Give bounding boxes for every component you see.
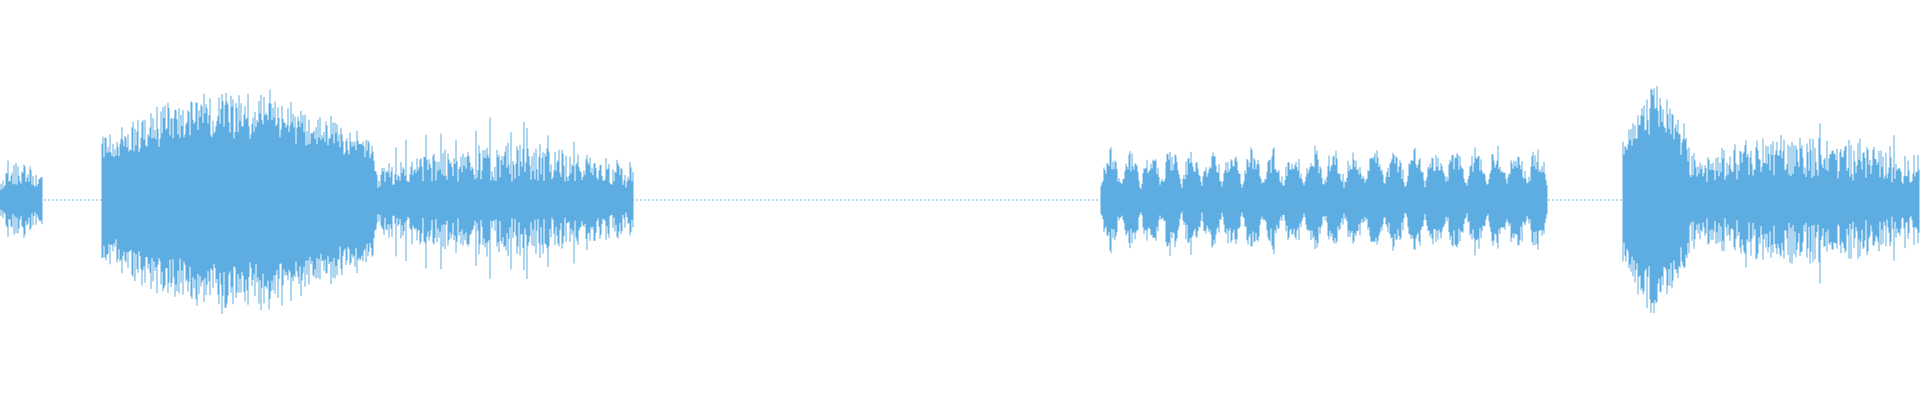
waveform-peaks-path: [0, 86, 1920, 315]
waveform-peaks: [0, 86, 1920, 315]
